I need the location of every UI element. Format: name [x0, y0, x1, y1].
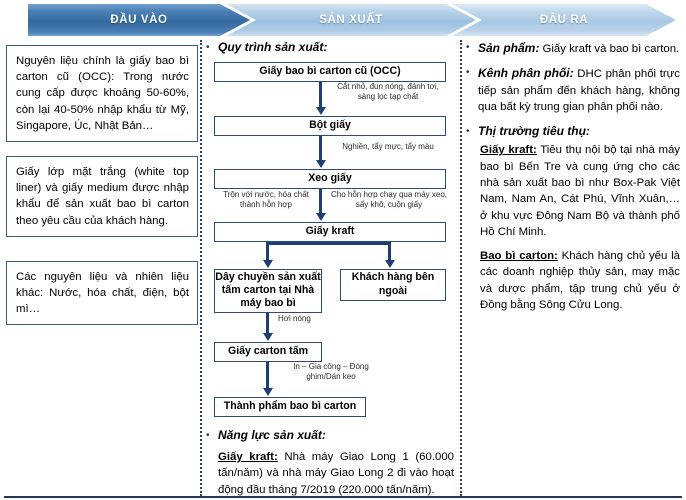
- flow-edge-label-2: Nghiền, tẩy mực, tẩy màu: [342, 141, 434, 151]
- market-list: Giấy kraft: Tiêu thụ nội bộ tại nhà máy …: [466, 142, 680, 313]
- capacity-heading: Năng lực sản xuất:: [218, 427, 326, 442]
- output-channel-body: Kênh phân phối: DHC phân phối trực tiếp …: [478, 65, 680, 115]
- output-product-text: Giấy kraft và bao bì carton.: [539, 43, 680, 55]
- market-text-kraft: Tiêu thụ nội bộ tại nhà máy bao bì Bến T…: [480, 144, 680, 239]
- flow-edge-label-6: In – Gia công – Đóng ghim/Dán keo: [293, 361, 369, 381]
- capacity-text-kraft: Nhà máy Giao Long 1 (60.000 tấn/năm) và …: [218, 451, 455, 496]
- output-product-body: Sản phẩm: Giấy kraft và bao bì carton.: [478, 40, 680, 57]
- input-box-white-top-liner: Giấy lớp mặt trắng (white top liner) và …: [6, 155, 198, 237]
- market-term-kraft: Giấy kraft:: [480, 144, 537, 157]
- flow-edge-label-3: Trộn với nước, hóa chất thành hỗn hợp: [223, 189, 309, 209]
- flow-node-carton-board: Giấy carton tấm: [214, 341, 322, 362]
- flow-node-occ: Giấy bao bì carton cũ (OCC): [214, 61, 446, 82]
- column-divider-left: [200, 40, 202, 496]
- bullet-icon: •: [466, 42, 470, 53]
- market-item-kraft: Giấy kraft: Tiêu thụ nội bộ tại nhà máy …: [480, 142, 680, 241]
- market-text-carton: Khách hàng chủ yếu là các doanh nghiệp t…: [480, 249, 680, 311]
- flow-node-carton-line: Dây chuyền sản xuất tấm carton tại Nhà m…: [214, 268, 322, 313]
- stage-label-input: ĐẦU VÀO: [110, 14, 168, 26]
- stage-chevron-production: SẢN XUẤT: [226, 4, 476, 36]
- production-process-heading-row: • Quy trình sản xuất:: [206, 40, 454, 56]
- output-item-channel: • Kênh phân phối: DHC phân phối trực tiế…: [466, 65, 680, 117]
- flow-edge-label-1: Cắt nhỏ, đun nóng, đánh tơi, sàng lọc tạ…: [337, 81, 439, 101]
- input-column: Nguyên liệu chính là giấy bao bì carton …: [6, 40, 198, 339]
- flow-arrow-pulp-to-xeo: [315, 135, 326, 168]
- flow-arrow-occ-to-pulp: [315, 81, 326, 115]
- bullet-icon: •: [206, 429, 210, 441]
- output-channel-heading: Kênh phân phối:: [478, 66, 574, 81]
- stage-chevron-input: ĐẦU VÀO: [28, 4, 250, 36]
- output-product-heading: Sản phẩm:: [478, 41, 540, 55]
- capacity-heading-row: • Năng lực sản xuất:: [206, 428, 454, 444]
- production-column: • Quy trình sản xuất: Giấy bao bì carton…: [206, 40, 454, 500]
- column-divider-right: [460, 40, 462, 496]
- flow-arrow-kraft-to-line: [262, 241, 273, 268]
- production-flowchart: Giấy bao bì carton cũ (OCC) Cắt nhỏ, đun…: [206, 61, 454, 417]
- stage-label-production: SẢN XUẤT: [319, 14, 383, 26]
- bottom-rule: [4, 496, 682, 498]
- stage-banner: ĐẦU VÀO SẢN XUẤT ĐẦU RA: [28, 4, 676, 36]
- output-market-heading: Thị trường tiêu thụ:: [478, 123, 590, 138]
- market-item-carton: Bao bì carton: Khách hàng chủ yếu là các…: [480, 248, 680, 314]
- flow-arrow-board-to-finished: [262, 361, 273, 396]
- output-channel-text: DHC phân phối trực tiếp sản phẩm đến khá…: [478, 68, 680, 114]
- flow-node-finished-product: Thành phẩm bao bì carton: [214, 396, 366, 417]
- output-item-product: • Sản phẩm: Giấy kraft và bao bì carton.: [466, 40, 680, 59]
- input-box-raw-material: Nguyên liệu chính là giấy bao bì carton …: [6, 45, 198, 142]
- flow-arrow-xeo-to-kraft: [315, 188, 326, 221]
- flow-split-line: [266, 241, 391, 245]
- bullet-icon: •: [206, 42, 210, 53]
- bullet-icon: •: [466, 67, 470, 79]
- bullet-icon: •: [466, 125, 470, 137]
- flow-node-pulp: Bột giấy: [214, 115, 446, 136]
- output-item-market: • Thị trường tiêu thụ:: [466, 124, 680, 140]
- output-column: • Sản phẩm: Giấy kraft và bao bì carton.…: [466, 40, 680, 320]
- flow-arrow-line-to-board: [262, 312, 273, 341]
- flow-node-xeo: Xeo giấy: [214, 168, 446, 189]
- flow-node-external-customer: Khách hàng bên ngoài: [340, 268, 446, 301]
- market-term-carton: Bao bì carton:: [480, 249, 558, 262]
- flow-edge-label-5: Hơi nóng: [278, 313, 311, 323]
- flow-node-kraft: Giấy kraft: [214, 221, 446, 242]
- stage-label-output: ĐẦU RA: [539, 14, 589, 26]
- input-box-other-materials: Các nguyên liệu và nhiên liệu khác: Nước…: [6, 260, 198, 326]
- production-process-heading: Quy trình sản xuất:: [218, 40, 328, 54]
- stage-chevron-output: ĐẦU RA: [452, 4, 676, 36]
- capacity-term-kraft: Giấy kraft:: [218, 451, 278, 463]
- capacity-item-kraft: Giấy kraft: Nhà máy Giao Long 1 (60.000 …: [218, 449, 454, 498]
- capacity-list: Giấy kraft: Nhà máy Giao Long 1 (60.000 …: [206, 449, 454, 500]
- flow-edge-label-4: Cho hỗn hợp chạy qua máy xeo, sấy khô, c…: [331, 189, 447, 209]
- flow-arrow-kraft-to-customer: [384, 241, 395, 268]
